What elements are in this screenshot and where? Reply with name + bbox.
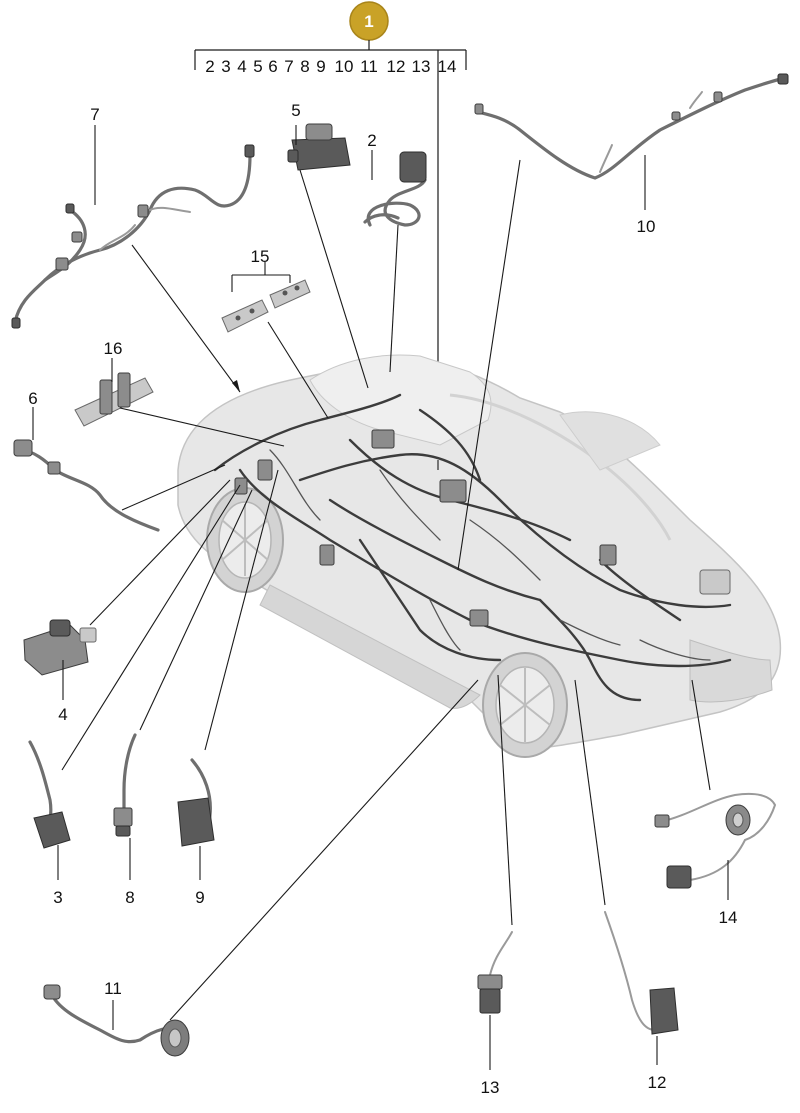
sub-part-9: 9 (316, 57, 325, 76)
callout-13[interactable]: 13 (481, 1078, 500, 1097)
callout-10[interactable]: 10 (637, 217, 656, 236)
parts-list-bracket: 2 3 4 5 6 7 8 9 10 11 12 13 14 (194, 40, 467, 460)
sub-part-13: 13 (412, 57, 431, 76)
callout-7[interactable]: 7 (90, 105, 99, 124)
part-2-harness-illustration (363, 151, 427, 227)
part-11-cable-illustration (43, 984, 190, 1057)
callout-8[interactable]: 8 (125, 888, 134, 907)
callout-6[interactable]: 6 (28, 389, 37, 408)
part-10-harness-illustration (474, 73, 789, 180)
callout-labels: 7 5 2 10 15 16 6 4 3 8 9 14 11 13 12 (28, 101, 737, 1097)
leader-lines (32, 125, 729, 1070)
callout-16[interactable]: 16 (104, 339, 123, 358)
part-5-module-illustration (287, 123, 351, 171)
sub-part-5: 5 (253, 57, 262, 76)
vehicle-harness-network (213, 393, 732, 702)
rear-wheel-illustration (482, 652, 568, 758)
part-7-harness-illustration (11, 144, 255, 329)
part-13-sensor-illustration (477, 931, 513, 1014)
callout-4[interactable]: 4 (58, 705, 67, 724)
sub-part-2: 2 (205, 57, 214, 76)
main-callout[interactable]: 1 (349, 1, 389, 41)
sub-part-6: 6 (268, 57, 277, 76)
front-wheel-illustration (206, 487, 284, 593)
sub-part-10: 10 (335, 57, 354, 76)
sub-part-3: 3 (221, 57, 230, 76)
callout-15[interactable]: 15 (251, 247, 270, 266)
sub-part-12: 12 (387, 57, 406, 76)
part-15-brackets-illustration (221, 279, 311, 333)
part-16-bracket-illustration (74, 372, 154, 427)
part-14-cable-illustration (654, 792, 777, 889)
callout-2[interactable]: 2 (367, 131, 376, 150)
part-12-sensor-illustration (604, 911, 679, 1035)
sub-part-11: 11 (360, 57, 378, 76)
callout-12[interactable]: 12 (648, 1073, 667, 1092)
callout-14[interactable]: 14 (719, 908, 738, 927)
callout-11[interactable]: 11 (104, 979, 122, 998)
main-callout-number: 1 (364, 12, 373, 31)
part-8-sensor-illustration (113, 733, 137, 837)
part-4-sensor-illustration (23, 619, 97, 676)
sub-part-14: 14 (438, 57, 457, 76)
part-6-cable-illustration (13, 439, 160, 532)
sub-part-8: 8 (300, 57, 309, 76)
car-body-illustration (177, 354, 782, 758)
part-9-sensor-illustration (177, 758, 215, 847)
sub-part-7: 7 (284, 57, 293, 76)
part-3-sensor-illustration (28, 740, 71, 849)
callout-5[interactable]: 5 (291, 101, 300, 120)
callout-3[interactable]: 3 (53, 888, 62, 907)
sub-part-4: 4 (237, 57, 246, 76)
callout-9[interactable]: 9 (195, 888, 204, 907)
